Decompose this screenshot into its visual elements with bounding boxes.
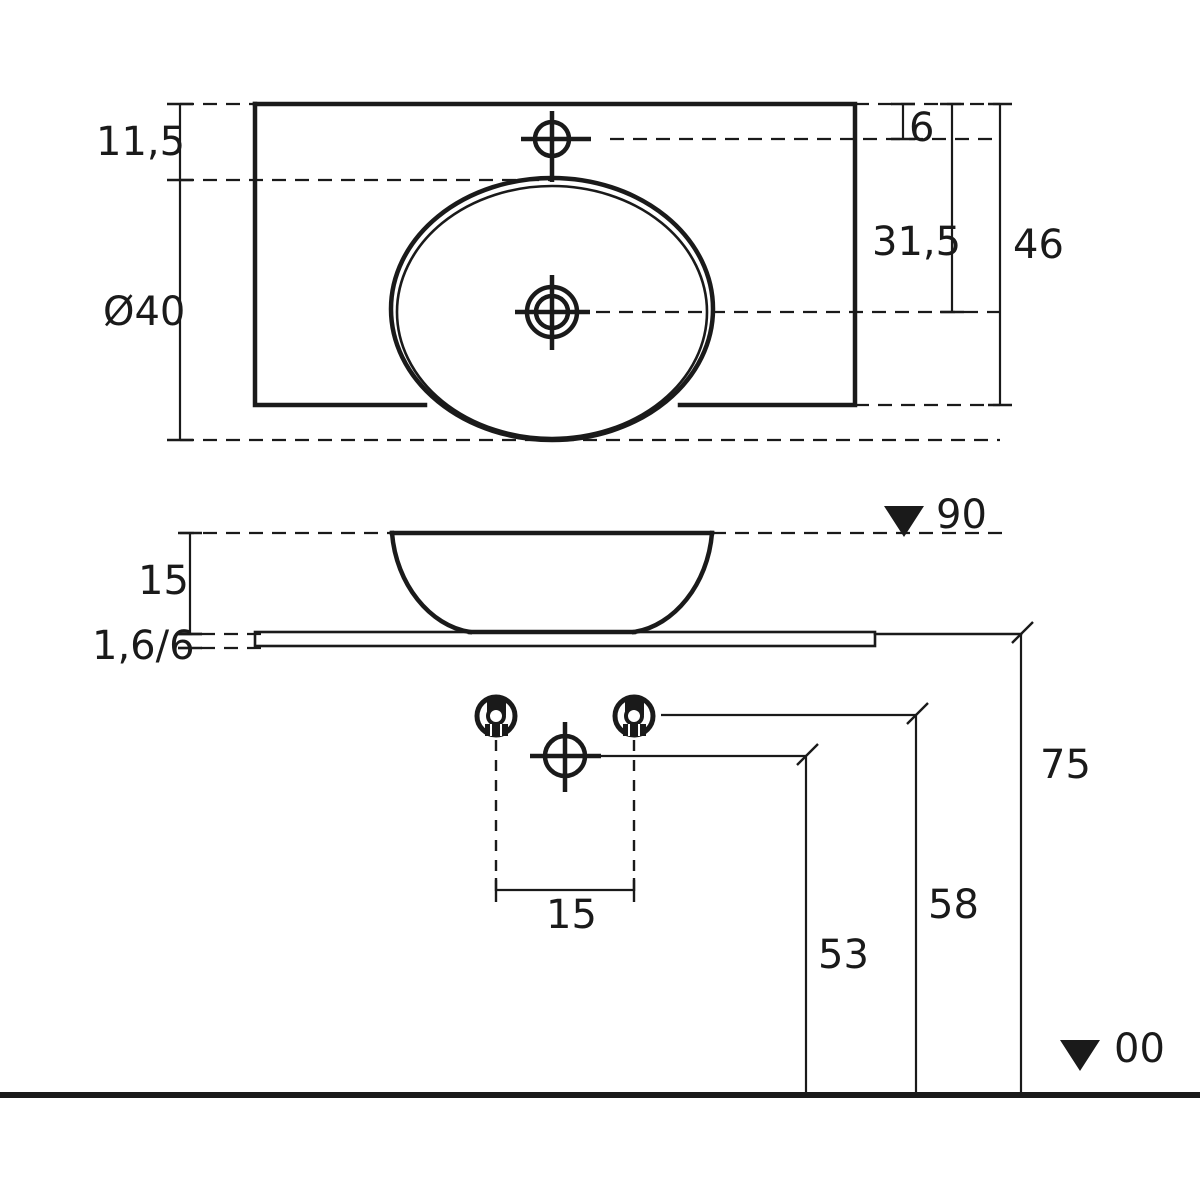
dimension-15-horizontal-label: 15 xyxy=(546,892,597,938)
plumbing-view: 15 53 58 75 00 xyxy=(0,621,1200,1098)
plumbing-extension-lines xyxy=(494,740,636,895)
top-view-extension-lines xyxy=(180,102,1000,442)
dimension-1-6-6: 1,6/6 xyxy=(92,623,262,669)
dimension-d40: Ø40 xyxy=(103,180,193,442)
waste-outlet-marker xyxy=(530,722,601,792)
dimension-1-6-6-label: 1,6/6 xyxy=(92,623,195,669)
valve-right xyxy=(612,694,656,738)
level-90-label: 90 xyxy=(936,492,987,538)
dimension-15-vertical: 15 xyxy=(138,531,202,636)
level-00-label: 00 xyxy=(1114,1026,1165,1072)
dimension-75-label: 75 xyxy=(1040,742,1091,788)
level-marker-90: 90 xyxy=(180,492,1010,538)
dimension-31-5: 31,5 xyxy=(872,102,964,314)
level-triangle-icon-90 xyxy=(884,506,924,537)
dimension-75: 75 xyxy=(1011,621,1091,1095)
dimension-6-label: 6 xyxy=(909,105,934,151)
side-view: 90 15 1,6/6 xyxy=(92,492,1023,669)
dimension-53-label: 53 xyxy=(818,932,869,978)
drain-marker xyxy=(515,275,590,350)
valve-left xyxy=(474,694,518,738)
dimension-46: 46 xyxy=(988,102,1064,407)
dimension-15-vertical-label: 15 xyxy=(138,558,189,604)
countertop-outline xyxy=(252,101,858,408)
dimension-d40-label: Ø40 xyxy=(103,289,185,335)
dimension-58-label: 58 xyxy=(928,882,979,928)
level-marker-00: 00 xyxy=(1060,1026,1165,1072)
dimension-6: 6 xyxy=(891,102,934,151)
tap-hole-marker xyxy=(521,111,591,182)
dimension-58: 58 xyxy=(661,702,979,1095)
dimension-53: 53 xyxy=(601,743,869,1095)
top-view: 11,5 Ø40 6 31,5 46 xyxy=(96,101,1064,443)
level-triangle-icon-00 xyxy=(1060,1040,1100,1071)
dimension-11-5-label: 11,5 xyxy=(96,119,185,165)
dimension-31-5-label: 31,5 xyxy=(872,219,961,265)
dimension-46-label: 46 xyxy=(1013,222,1064,268)
dimension-15-horizontal: 15 xyxy=(494,878,636,938)
counter-slab xyxy=(253,630,1023,648)
